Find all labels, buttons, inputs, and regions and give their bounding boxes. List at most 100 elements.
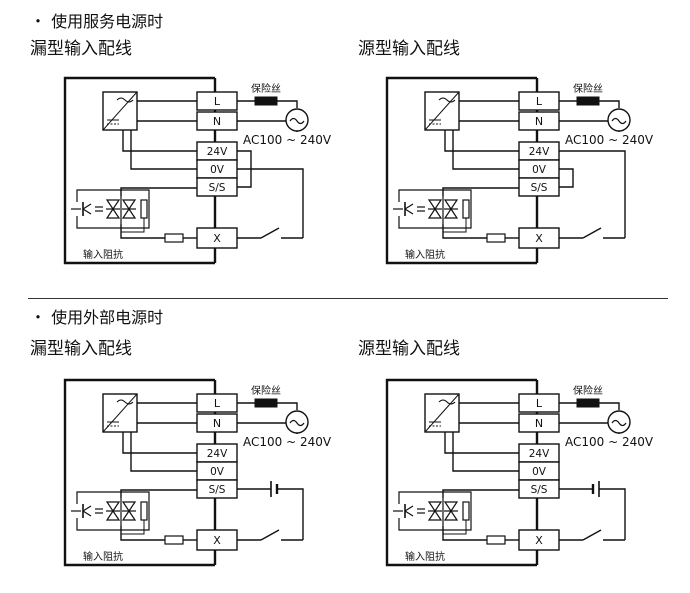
input-resistor-icon [140,501,148,521]
wire-psu-24v [444,130,519,152]
led-icon [443,501,459,513]
terminal-0v-label: 0V [532,164,547,176]
input-impedance-label: 输入阻抗 [405,550,445,563]
switch-icon [260,227,280,239]
wire-circuit-ss [120,489,197,498]
terminal-n-label: N [213,417,221,430]
wire-psu-0v [452,130,519,170]
ac-sine-icon [611,419,627,427]
wire-fuse-ac [277,402,298,410]
wire-circuit-impedance [120,526,165,541]
plc-enclosure [63,378,215,567]
switch-icon [260,529,280,541]
wire-resistor-return [121,520,145,535]
input-circuit-box [76,189,150,229]
led-icon [121,199,137,211]
plc-enclosure [385,378,537,567]
phototransistor-collector [82,203,92,210]
input-circuit-box [76,491,150,531]
input-impedance-label: 输入阻抗 [405,248,445,261]
wire-battery-common [277,488,304,540]
ac-source-icon [285,410,309,434]
terminal-l-label: L [214,95,221,108]
led-icon [105,501,121,513]
fuse-label: 保险丝 [573,82,603,95]
phototransistor-emitter [82,208,92,215]
subtitle-source-wiring: 源型输入配线 [358,339,460,359]
switch-icon [582,227,602,239]
led-icon [121,207,137,219]
section-title-service-power: ・ 使用服务电源时 [30,12,164,31]
ac-source-icon [607,410,631,434]
terminal-24v-label: 24V [529,448,550,460]
ac-symbol [116,97,134,103]
terminal-x-label: X [213,534,221,547]
phototransistor-emitter [404,208,414,215]
ac-sine-icon [289,419,305,427]
ac-supply-label: AC100 ~ 240V [243,133,332,147]
fuse-label: 保险丝 [251,384,281,397]
terminal-0v-label: 0V [532,466,547,478]
led-icon [121,509,137,521]
phototransistor-collector [82,505,92,512]
terminal-0v-label: 0V [210,466,225,478]
terminal-ss-label: S/S [531,484,548,496]
input-resistor-icon [140,199,148,219]
wire-circuit-ss [442,187,519,196]
wire-psu-24v [444,432,519,454]
terminal-ss-label: S/S [209,182,226,194]
terminal-x-label: X [535,232,543,245]
fuse-label: 保险丝 [573,384,603,397]
terminal-24v-label: 24V [207,448,228,460]
terminal-x-label: X [213,232,221,245]
fuse-icon [576,96,600,106]
subtitle-sink-wiring: 漏型输入配线 [30,39,132,59]
ac-sine-icon [611,117,627,125]
led-icon [443,207,459,219]
terminal-l-label: L [536,95,543,108]
ac-supply-label: AC100 ~ 240V [243,435,332,449]
led-icon [121,501,137,513]
wire-circuit-ss [120,187,197,196]
impedance-resistor-icon [164,233,184,243]
subtitle-sink-wiring: 漏型输入配线 [30,339,132,359]
section-title-external-power: ・ 使用外部电源时 [30,308,164,327]
led-icon [443,199,459,211]
subtitle-source-wiring: 源型输入配线 [358,39,460,59]
wire-24v-common [559,150,626,238]
led-icon [105,207,121,219]
wire-psu-0v [452,432,519,472]
input-circuit-box [398,491,472,531]
terminal-l-label: L [214,397,221,410]
wire-battery-common [599,488,626,540]
wire-circuit-impedance [442,224,487,239]
section-divider [28,298,668,299]
phototransistor-emitter [404,510,414,517]
impedance-resistor-icon [486,535,506,545]
led-icon [427,501,443,513]
wire-resistor-return [443,520,467,535]
wire-0v-common [237,168,304,238]
wire-circuit-impedance [442,526,487,541]
led-icon [105,199,121,211]
terminal-24v-label: 24V [529,146,550,158]
ac-symbol [438,399,456,405]
impedance-resistor-icon [486,233,506,243]
wire-psu-0v [130,130,197,170]
wire-psu-24v [122,432,197,454]
fuse-icon [254,96,278,106]
input-resistor-icon [462,199,470,219]
ac-sine-icon [289,117,305,125]
wire-fuse-ac [599,402,620,410]
wire-circuit-impedance [120,224,165,239]
wire-resistor-return [121,218,145,233]
fuse-label: 保险丝 [251,82,281,95]
wire-psu-24v [122,130,197,152]
wire-fuse-ac [277,100,298,108]
ac-source-icon [285,108,309,132]
phototransistor-collector [404,505,414,512]
terminal-l-label: L [536,397,543,410]
